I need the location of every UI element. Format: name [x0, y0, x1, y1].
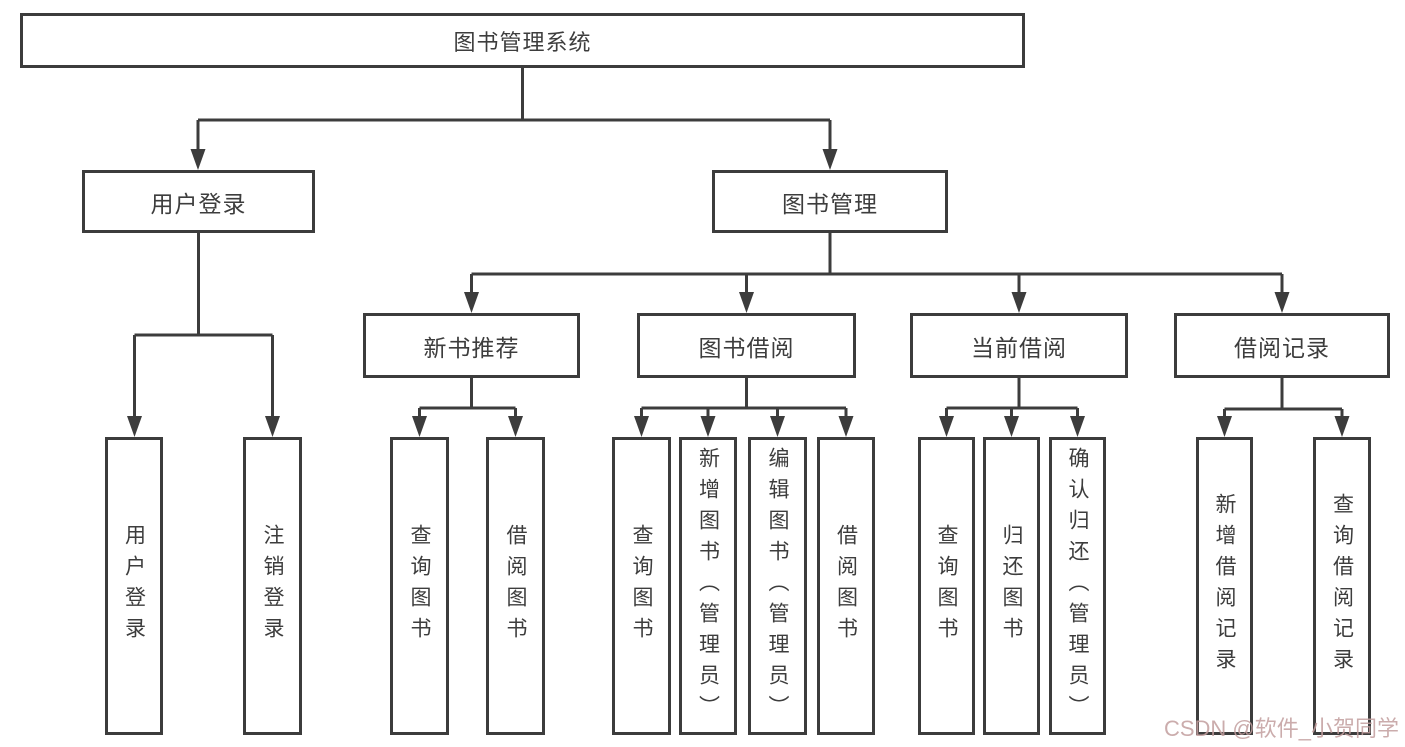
arrow-down-icon — [1070, 416, 1085, 437]
arrow-down-icon — [508, 416, 523, 437]
node-borrow-books-recommend: 借阅图书 — [486, 437, 545, 735]
node-add-borrow-record: 新增借阅记录 — [1196, 437, 1253, 735]
node-label: 图书管理 — [782, 190, 878, 217]
node-edit-books-admin: 编辑图书（管理员） — [748, 437, 807, 735]
node-label: 用户登录 — [150, 190, 247, 217]
arrow-down-icon — [739, 292, 754, 313]
node-new-book-recommend: 新书推荐 — [363, 313, 580, 378]
node-query-books-recommend: 查询图书 — [390, 437, 449, 735]
node-add-books-admin: 新增图书（管理员） — [679, 437, 737, 735]
arrow-down-icon — [1334, 416, 1350, 437]
node-label: 归还图书 — [1000, 524, 1023, 648]
node-label: 编辑图书（管理员） — [766, 446, 789, 726]
node-label: 新书推荐 — [423, 334, 520, 361]
arrow-down-icon — [265, 416, 280, 437]
arrow-down-icon — [939, 416, 954, 437]
node-label: 注销登录 — [261, 524, 284, 648]
node-borrow-books-borrowing: 借阅图书 — [817, 437, 875, 735]
node-label: 借阅记录 — [1234, 334, 1330, 361]
node-label: 新增借阅记录 — [1213, 493, 1236, 679]
node-label: 当前借阅 — [971, 334, 1067, 361]
node-label: 借阅图书 — [504, 524, 527, 648]
arrow-down-icon — [127, 416, 142, 437]
arrow-down-icon — [1004, 416, 1019, 437]
arrow-down-icon — [412, 416, 427, 437]
node-borrowing-records: 借阅记录 — [1174, 313, 1390, 378]
arrow-down-icon — [1274, 292, 1290, 313]
node-query-books-current: 查询图书 — [918, 437, 975, 735]
node-label: 查询借阅记录 — [1330, 493, 1354, 679]
node-label: 查询图书 — [408, 524, 431, 648]
node-user-login: 用户登录 — [82, 170, 315, 233]
arrow-down-icon — [1011, 292, 1027, 313]
node-label: 确认归还（管理员） — [1066, 446, 1089, 726]
node-label: 图书管理系统 — [453, 29, 592, 55]
node-book-borrowing: 图书借阅 — [637, 313, 856, 378]
arrow-down-icon — [838, 416, 854, 437]
node-query-borrow-record: 查询借阅记录 — [1313, 437, 1371, 735]
arrow-down-icon — [464, 292, 479, 313]
node-label: 查询图书 — [935, 524, 958, 648]
node-user-login-action: 用户登录 — [105, 437, 163, 735]
node-label: 查询图书 — [630, 524, 653, 648]
node-label: 借阅图书 — [834, 524, 858, 648]
arrow-down-icon — [1217, 416, 1232, 437]
node-logout-action: 注销登录 — [243, 437, 302, 735]
arrow-down-icon — [190, 149, 206, 170]
node-label: 新增图书（管理员） — [696, 446, 720, 726]
csdn-watermark: CSDN @软件_小贺同学 — [1163, 716, 1399, 741]
node-book-management: 图书管理 — [712, 170, 948, 233]
arrow-down-icon — [700, 416, 716, 437]
arrow-down-icon — [822, 149, 838, 170]
node-confirm-return-admin: 确认归还（管理员） — [1049, 437, 1106, 735]
arrow-down-icon — [634, 416, 649, 437]
node-current-borrowing: 当前借阅 — [910, 313, 1128, 378]
node-root: 图书管理系统 — [20, 13, 1025, 68]
node-label: 用户登录 — [122, 524, 146, 648]
arrow-down-icon — [770, 416, 785, 437]
node-return-books: 归还图书 — [983, 437, 1040, 735]
node-label: 图书借阅 — [698, 334, 795, 361]
node-query-books-borrowing: 查询图书 — [612, 437, 671, 735]
